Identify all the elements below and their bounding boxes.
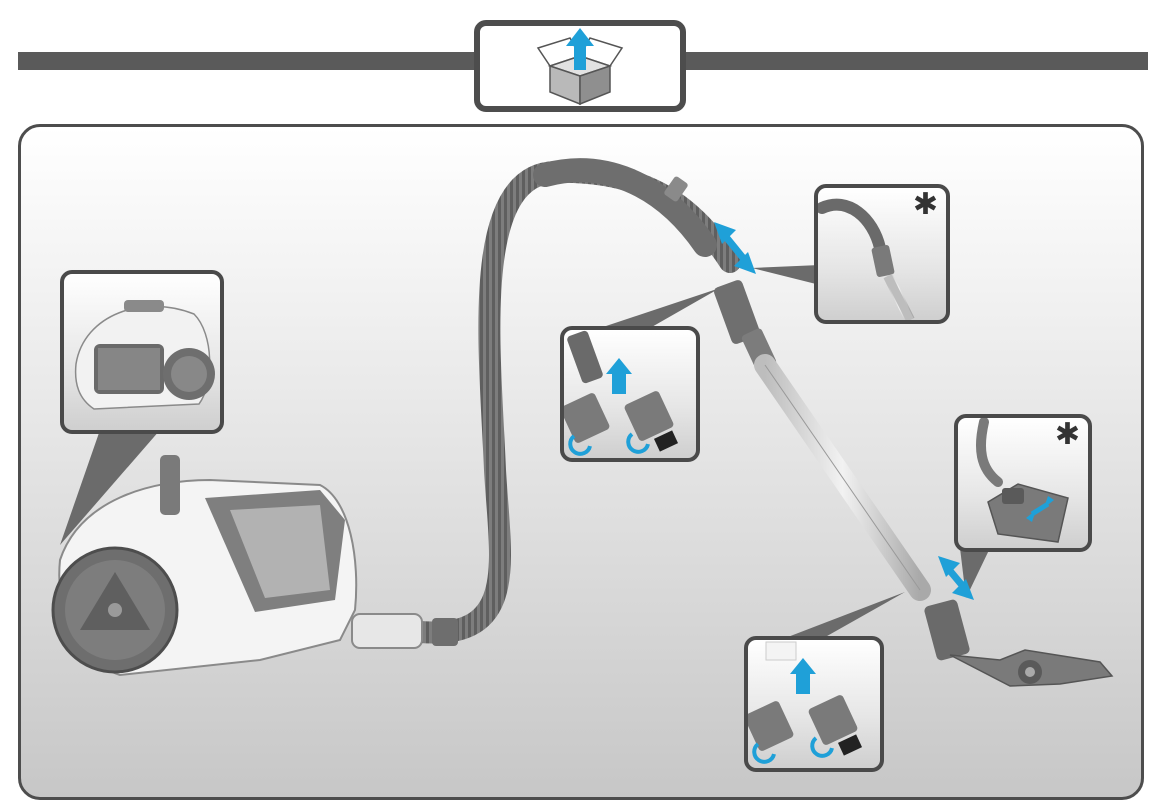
unboxing-box-icon bbox=[536, 28, 624, 106]
callout-floor-brush-detail: ✱ bbox=[954, 414, 1092, 552]
callout-hose-handle-detail: ✱ bbox=[814, 184, 950, 324]
hose-handle bbox=[533, 158, 717, 257]
leader-body-callout bbox=[60, 430, 160, 545]
body-top-view-illustration bbox=[74, 300, 215, 410]
leader-handle-callout bbox=[752, 265, 820, 285]
vacuum-body bbox=[51, 455, 458, 677]
callout-body-detail bbox=[60, 270, 224, 434]
floor-brush-neck bbox=[924, 599, 970, 661]
leader-crevice-callout-bottom bbox=[780, 592, 905, 640]
header-box bbox=[474, 20, 686, 112]
hose-inlet bbox=[351, 613, 423, 649]
leader-crevice-callout-top bbox=[600, 288, 720, 328]
header-bar-right bbox=[686, 52, 1148, 70]
crevice-tool-illustration-top bbox=[564, 330, 679, 456]
hose-handle-illustration bbox=[818, 198, 915, 320]
callout-crevice-tool-top bbox=[560, 326, 700, 462]
optional-accessory-marker: ✱ bbox=[912, 187, 938, 222]
callout-crevice-tool-bottom bbox=[744, 636, 884, 772]
crevice-tool-illustration-bottom bbox=[748, 641, 863, 764]
carry-handle bbox=[160, 455, 180, 515]
tube-coupling-top bbox=[714, 280, 760, 344]
header-bar-left bbox=[18, 52, 478, 70]
floor-brush-illustration bbox=[975, 418, 1069, 543]
optional-accessory-marker: ✱ bbox=[1054, 417, 1080, 452]
